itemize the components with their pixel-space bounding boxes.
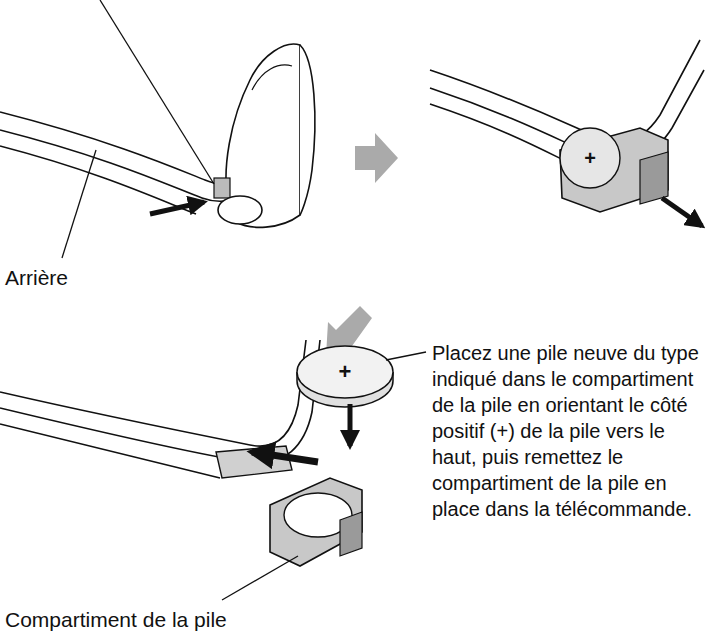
battery-tray	[222, 478, 362, 600]
instruction-note: Placez une pile neuve du type indiqué da…	[432, 340, 700, 522]
polarity-mark: +	[584, 145, 596, 171]
part-label: Compartiment de la pile	[5, 606, 227, 633]
polarity-mark: +	[339, 358, 352, 387]
coin-battery	[252, 346, 426, 462]
step-arrow	[355, 133, 398, 183]
battery-tray	[560, 128, 702, 226]
hand	[62, 0, 315, 258]
part-label: Arrière	[5, 264, 68, 291]
